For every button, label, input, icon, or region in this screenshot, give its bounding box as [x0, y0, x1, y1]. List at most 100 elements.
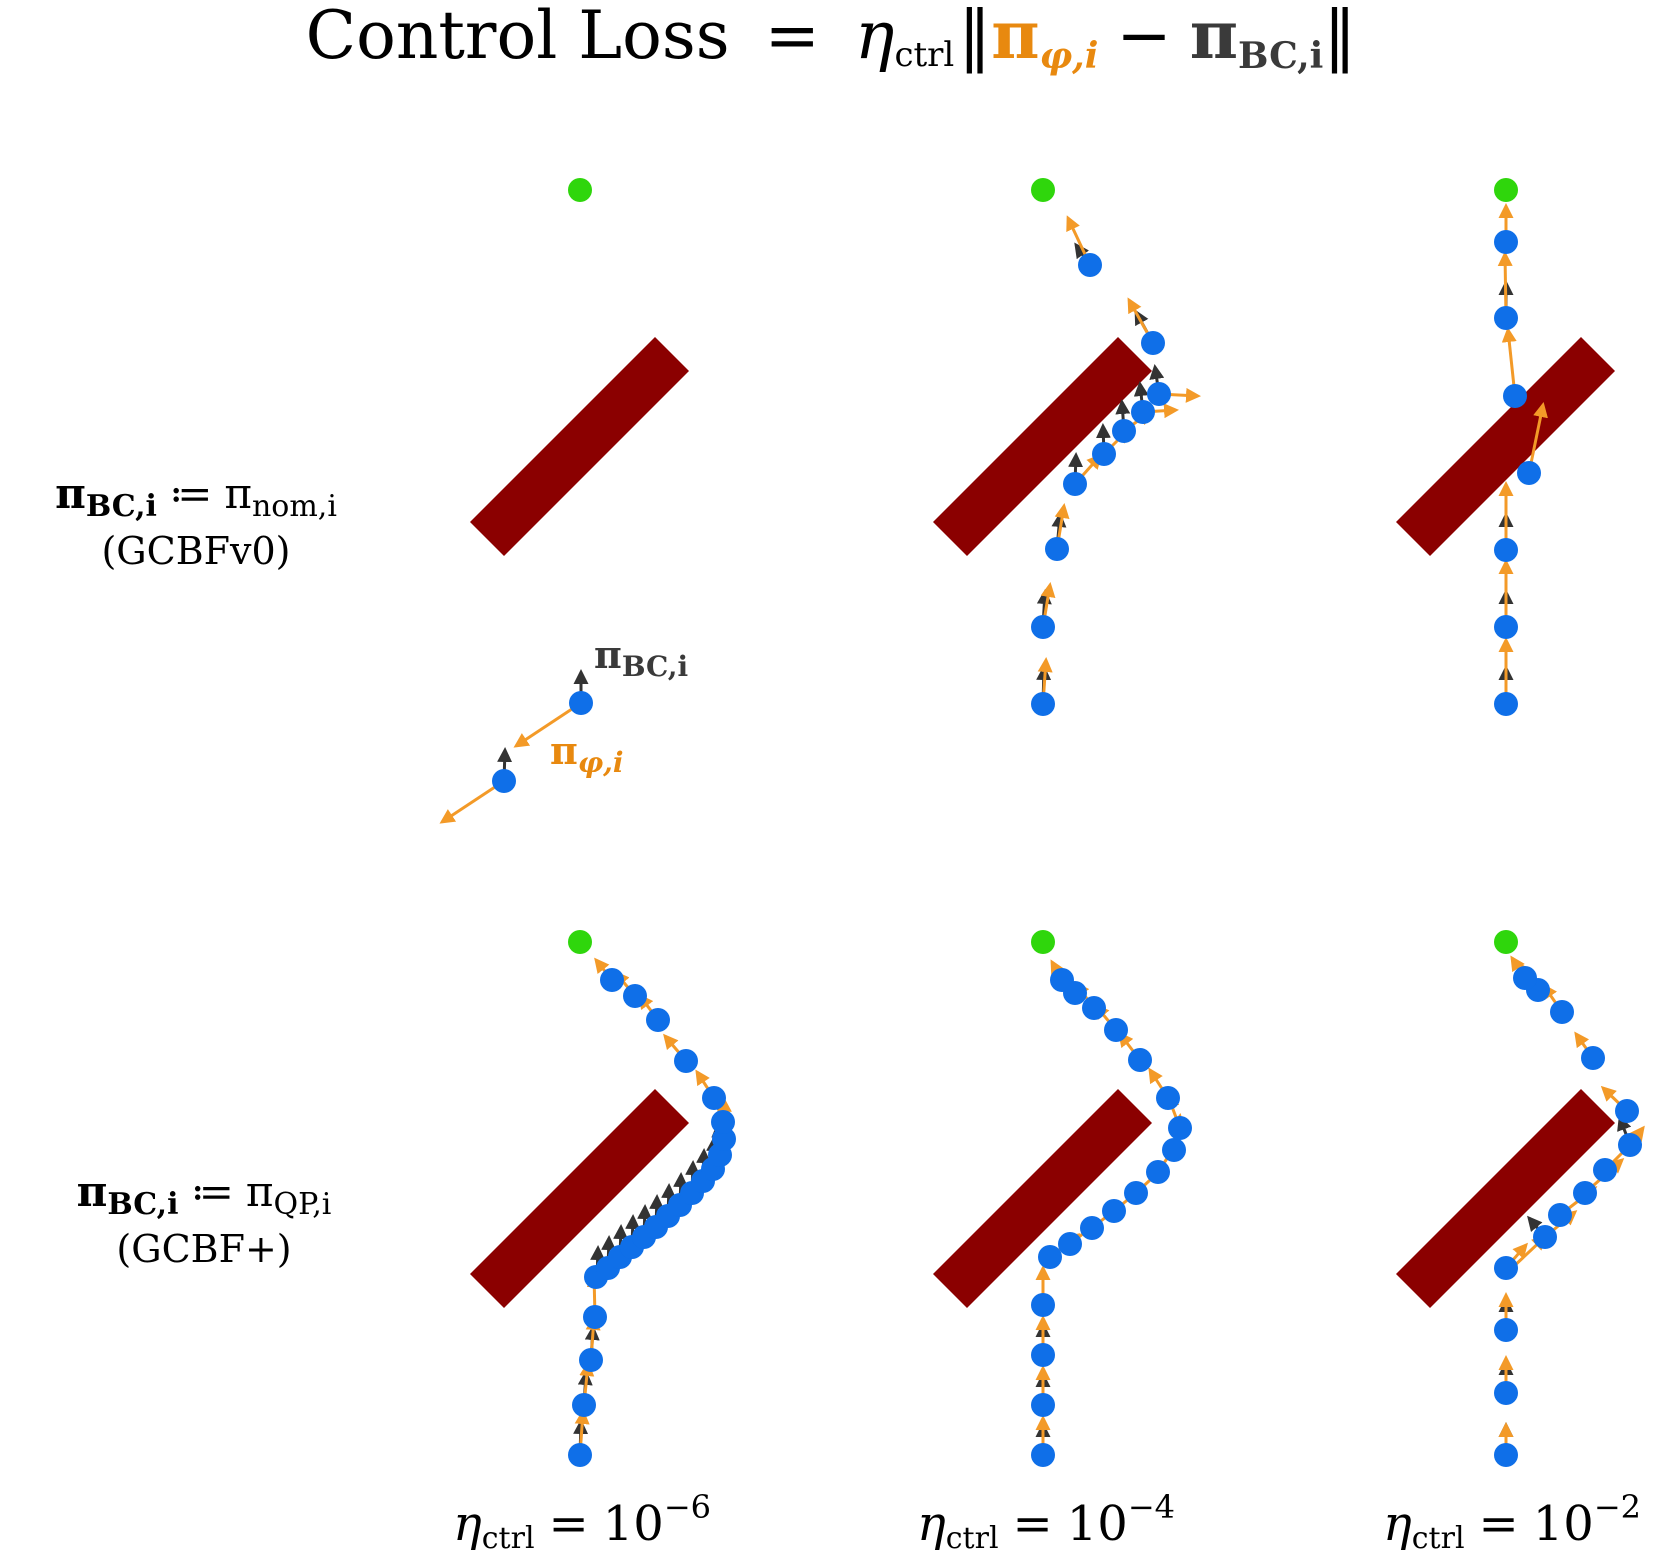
legend-pi-bc-sub: BC,i: [622, 650, 688, 683]
title-pi-bc: π: [1190, 0, 1238, 74]
col-label-1e-4: ηctrl=10−4: [917, 1488, 1175, 1555]
agent-r1-c2: [1147, 382, 1171, 406]
row-label-gcbfv0: πBC,i≔πnom,i (GCBFv0): [55, 469, 337, 573]
agent-r2-c3: [1548, 1203, 1572, 1227]
agent-r2-c2: [1104, 1018, 1128, 1042]
agent-r1-c2: [1045, 537, 1069, 561]
agent-r2-c3: [1494, 1256, 1518, 1280]
agent-r2-c3: [1581, 1046, 1605, 1070]
agent-r2-c3: [1533, 1225, 1557, 1249]
row1-rhs-sub: QP,i: [274, 1187, 332, 1222]
agent-r1-c2: [1078, 253, 1102, 277]
row0-lhs: π: [55, 469, 86, 518]
agent-r2-c2: [1031, 1443, 1055, 1467]
col1-eq: =: [1013, 1496, 1053, 1552]
obstacle-r2-c1: [470, 1089, 689, 1308]
col0-eta: η: [453, 1496, 482, 1552]
row0-rhs: π: [224, 469, 252, 518]
col1-exp: −4: [1128, 1488, 1175, 1526]
agent-r1-c3: [1494, 692, 1518, 716]
col2-exp: −2: [1594, 1488, 1641, 1526]
title-minus: −: [1116, 0, 1171, 74]
row-label-gcbfplus-formula: πBC,i≔πQP,i: [77, 1167, 332, 1222]
obstacle-r1-c3: [1396, 337, 1615, 556]
col0-eta-sub: ctrl: [482, 1521, 535, 1555]
agent-r1-c2: [1063, 472, 1087, 496]
agent-r1-c3: [1494, 615, 1518, 639]
agent-r2-c1: [702, 1086, 726, 1110]
title-pi-bc-sub: BC,i: [1238, 35, 1323, 77]
title-eta: η: [855, 0, 895, 74]
title-equals: =: [765, 0, 820, 74]
goal-r2-c3: [1494, 930, 1518, 954]
legend-pi-phi-sub: φ,i: [578, 746, 624, 779]
row1-assign: ≔: [191, 1167, 234, 1216]
agent-r2-c3: [1593, 1158, 1617, 1182]
agent-r1-c2: [1031, 692, 1055, 716]
agent-r2-c1: [674, 1049, 698, 1073]
row0-assign: ≔: [169, 469, 212, 518]
agent-r2-c2: [1128, 1048, 1152, 1072]
agent-r2-c2: [1031, 1293, 1055, 1317]
agent-r2-c2: [1058, 1232, 1082, 1256]
agent-r1-c2: [1112, 419, 1136, 443]
goal-r1-c3: [1494, 178, 1518, 202]
col0-base: 10: [603, 1496, 664, 1552]
col2-eta-sub: ctrl: [1412, 1521, 1465, 1555]
row-label-gcbfplus-method: (GCBF+): [116, 1227, 291, 1271]
agent-r2-c3: [1494, 1443, 1518, 1467]
row1-lhs: π: [77, 1167, 108, 1216]
agent-r2-c2: [1124, 1181, 1148, 1205]
agent-r1-c3: [1494, 230, 1518, 254]
agent-r2-c2: [1080, 1216, 1104, 1240]
legend-label-pi-bc: πBC,i: [594, 632, 688, 683]
row0-lhs-sub: BC,i: [86, 489, 157, 524]
row-label-gcbfv0-formula: πBC,i≔πnom,i: [55, 469, 337, 524]
row-label-gcbfplus: πBC,i≔πQP,i (GCBF+): [77, 1167, 332, 1271]
goal-r1-c2: [1031, 178, 1055, 202]
goal-r2-c1: [568, 930, 592, 954]
agent-r2-c2: [1102, 1199, 1126, 1223]
agent-r2-c3: [1550, 1000, 1574, 1024]
agent-r1-c3: [1517, 461, 1541, 485]
col1-base: 10: [1067, 1496, 1128, 1552]
obstacle-r1-c1: [470, 337, 689, 556]
agent-r1-c2: [1092, 442, 1116, 466]
agent-r2-c1: [712, 1127, 736, 1151]
col0-exp: −6: [664, 1488, 711, 1526]
agent-r2-c1: [572, 1393, 596, 1417]
agent-r2-c3: [1618, 1133, 1642, 1157]
agent-r2-c3: [1573, 1181, 1597, 1205]
obstacle-r1-c2: [933, 337, 1152, 556]
col2-base: 10: [1533, 1496, 1594, 1552]
title-pi-phi-sub: φ,i: [1040, 35, 1099, 77]
agent-r2-c1: [579, 1348, 603, 1372]
agent-r1-c3: [1503, 384, 1527, 408]
agent-r1-c2: [1131, 400, 1155, 424]
agent-r2-c2: [1038, 1245, 1062, 1269]
agent-r2-c2: [1156, 1086, 1180, 1110]
agent-r2-c3: [1494, 1381, 1518, 1405]
goals: [568, 178, 1518, 954]
agent-r2-c1: [600, 968, 624, 992]
agent-r2-c3: [1615, 1099, 1639, 1123]
legend-pi-phi-symbol: π: [550, 728, 578, 773]
obstacle-r2-c2: [933, 1089, 1152, 1308]
agent-r1-c1: [492, 769, 516, 793]
agents: [492, 230, 1642, 1467]
col2-eta: η: [1383, 1496, 1412, 1552]
agent-r2-c2: [1031, 1343, 1055, 1367]
col-label-1e-6: ηctrl=10−6: [453, 1488, 711, 1555]
agent-r2-c1: [711, 1110, 735, 1134]
agent-r2-c2: [1082, 996, 1106, 1020]
row0-rhs-sub: nom,i: [252, 489, 337, 524]
agent-r2-c1: [623, 984, 647, 1008]
agent-r1-c2: [1141, 331, 1165, 355]
agent-r1-c3: [1494, 306, 1518, 330]
agent-r1-c1: [569, 691, 593, 715]
title-lead: Control Loss: [306, 0, 730, 74]
row1-rhs: π: [246, 1167, 274, 1216]
agent-r1-c3: [1494, 538, 1518, 562]
agent-r2-c3: [1513, 966, 1537, 990]
legend-label-pi-phi: πφ,i: [550, 728, 624, 779]
